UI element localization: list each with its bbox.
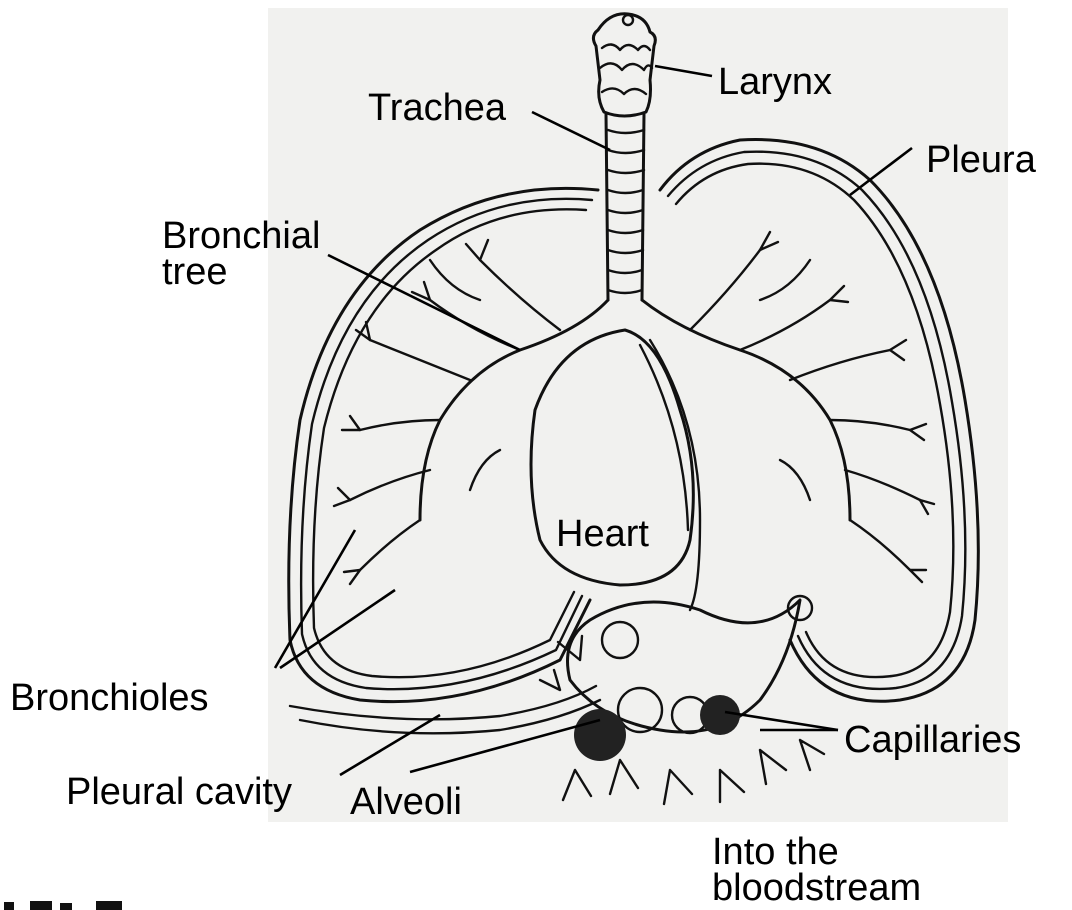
pleural-cavity-label: Pleural cavity	[66, 772, 292, 812]
cropped-caption-fragment	[0, 898, 150, 910]
bronchioles-label: Bronchioles	[10, 678, 209, 718]
left-lung-drawing	[289, 188, 600, 733]
trachea-drawing	[606, 114, 644, 300]
heart-drawing	[531, 330, 700, 610]
bronchial-tree-leader	[328, 255, 520, 350]
alveoli-label: Alveoli	[350, 782, 462, 822]
into-bloodstream-label: Into the bloodstream	[712, 834, 921, 906]
alveoli-capillaries-drawing	[540, 596, 824, 804]
pleura-label: Pleura	[926, 140, 1036, 180]
heart-label: Heart	[556, 514, 649, 554]
right-lung-drawing	[660, 140, 978, 702]
bronchial-tree-label: Bronchial tree	[162, 218, 320, 290]
alveoli-leader	[410, 720, 600, 772]
trachea-label: Trachea	[368, 88, 506, 128]
trachea-leader	[532, 112, 610, 150]
pleural-cavity-leader	[340, 715, 440, 775]
larynx-leader	[655, 66, 712, 76]
larynx-drawing	[593, 14, 655, 116]
capillaries-label: Capillaries	[844, 720, 1021, 760]
bronchioles-leader-1	[275, 530, 355, 668]
larynx-label: Larynx	[718, 62, 832, 102]
capillaries-leader-1	[725, 712, 838, 730]
